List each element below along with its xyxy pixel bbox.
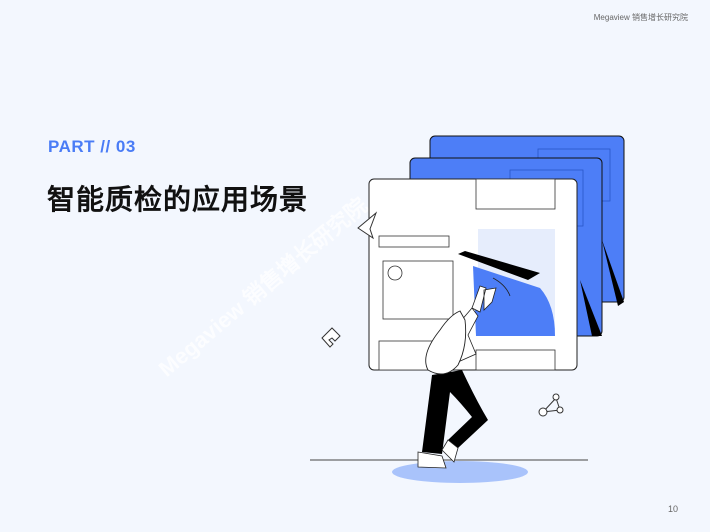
network-icon [538, 393, 564, 417]
cursor-icon [357, 211, 378, 240]
brand-header: Megaview 销售增长研究院 [593, 13, 688, 22]
bracket-shape-icon [321, 327, 341, 348]
page-number: 10 [667, 504, 678, 514]
illustration [310, 135, 625, 483]
person-figure [417, 277, 511, 469]
part-label: PART // 03 [48, 137, 136, 156]
page-title: 智能质检的应用场景 [47, 183, 309, 216]
